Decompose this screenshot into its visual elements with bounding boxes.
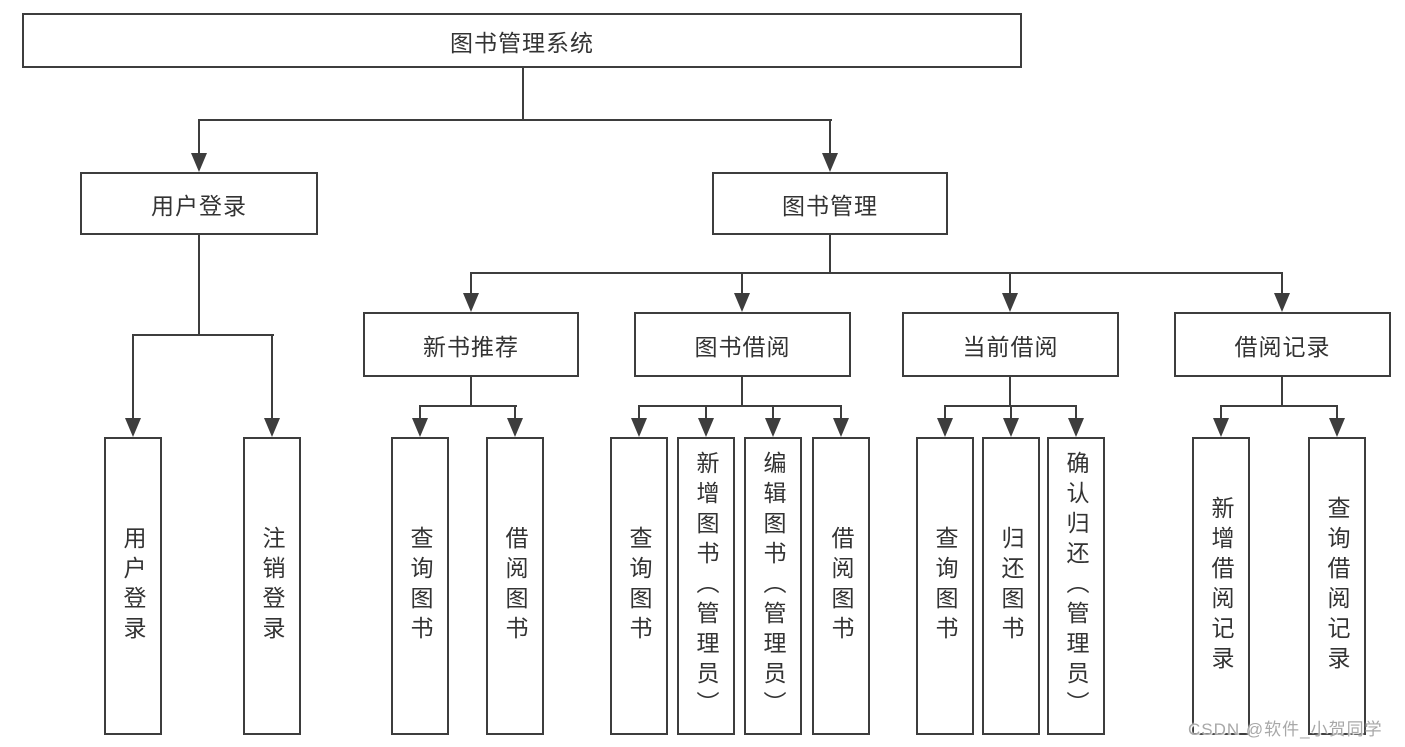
connector-arrow-shaft-borrow2: [840, 405, 842, 419]
leaf-confirm-return-admin: 确认归还（管理员）: [1047, 437, 1105, 735]
arrow-down-borrowing-records: [1274, 293, 1290, 312]
node-book-borrowing: 图书借阅: [634, 312, 851, 377]
csdn-watermark: CSDN @软件_小贺同学: [1188, 720, 1383, 739]
connector-arrow-shaft-query3: [944, 405, 946, 419]
node-borrowing-records: 借阅记录: [1174, 312, 1391, 377]
connector-book-management-stub: [829, 235, 831, 274]
leaf-user-login: 用户登录: [104, 437, 162, 735]
connector-arrow-shaft-add-record: [1220, 405, 1222, 419]
arrow-down-new-book: [463, 293, 479, 312]
leaf-logout: 注销登录: [243, 437, 301, 735]
connector-arrow-shaft-query1: [419, 405, 421, 419]
connector-current-borrowing-stub: [1009, 377, 1011, 407]
connector-arrow-shaft-user-login: [198, 119, 200, 154]
leaf-return-book: 归还图书: [982, 437, 1040, 735]
connector-user-login-stub: [198, 235, 200, 335]
connector-new-book-splitter: [419, 405, 517, 407]
connector-arrow-shaft-leaf-user-login: [132, 334, 134, 418]
leaf-add-borrow-record: 新增借阅记录: [1192, 437, 1250, 735]
connector-arrow-shaft-book-management: [829, 119, 831, 154]
connector-arrow-shaft-current-borrowing: [1009, 272, 1011, 294]
connector-arrow-shaft-add-book: [705, 405, 707, 419]
arrow-down-query1: [412, 418, 428, 437]
connector-borrowing-records-splitter: [1220, 405, 1338, 407]
connector-book-borrowing-stub: [741, 377, 743, 407]
leaf-borrow-books: 借阅图书: [812, 437, 870, 735]
connector-arrow-shaft-new-book: [470, 272, 472, 294]
node-book-management: 图书管理: [712, 172, 948, 235]
node-library-management-system: 图书管理系统: [22, 13, 1022, 68]
arrow-down-book-borrowing: [734, 293, 750, 312]
leaf-borrow-books-recommend: 借阅图书: [486, 437, 544, 735]
leaf-query-books-borrowing: 查询图书: [610, 437, 668, 735]
leaf-add-book-admin: 新增图书（管理员）: [677, 437, 735, 735]
connector-arrow-shaft-edit-book: [772, 405, 774, 419]
arrow-down-return-book: [1003, 418, 1019, 437]
arrow-down-confirm-return: [1068, 418, 1084, 437]
arrow-down-book-management: [822, 153, 838, 172]
connector-arrow-shaft-borrowing-records: [1281, 272, 1283, 294]
arrow-down-current-borrowing: [1002, 293, 1018, 312]
leaf-query-borrow-record: 查询借阅记录: [1308, 437, 1366, 735]
arrow-down-leaf-logout: [264, 418, 280, 437]
leaf-edit-book-admin: 编辑图书（管理员）: [744, 437, 802, 735]
leaf-query-books-current: 查询图书: [916, 437, 974, 735]
connector-level1-splitter: [198, 119, 832, 121]
arrow-down-add-book: [698, 418, 714, 437]
connector-arrow-shaft-query-record: [1336, 405, 1338, 419]
connector-root-stub: [522, 68, 524, 121]
arrow-down-query2: [631, 418, 647, 437]
connector-arrow-shaft-borrow1: [514, 405, 516, 419]
arrow-down-borrow1: [507, 418, 523, 437]
arrow-down-user-login: [191, 153, 207, 172]
node-user-login: 用户登录: [80, 172, 318, 235]
connector-user-login-splitter: [132, 334, 274, 336]
arrow-down-leaf-user-login: [125, 418, 141, 437]
arrow-down-query-record: [1329, 418, 1345, 437]
arrow-down-query3: [937, 418, 953, 437]
leaf-query-books-recommend: 查询图书: [391, 437, 449, 735]
arrow-down-add-record: [1213, 418, 1229, 437]
node-new-book-recommendation: 新书推荐: [363, 312, 579, 377]
connector-level3-splitter: [470, 272, 1283, 274]
connector-borrowing-records-stub: [1281, 377, 1283, 407]
connector-book-borrowing-splitter: [638, 405, 842, 407]
arrow-down-edit-book: [765, 418, 781, 437]
connector-arrow-shaft-query2: [638, 405, 640, 419]
connector-arrow-shaft-return-book: [1010, 405, 1012, 419]
node-current-borrowing: 当前借阅: [902, 312, 1119, 377]
connector-arrow-shaft-leaf-logout: [271, 334, 273, 418]
connector-arrow-shaft-book-borrowing: [741, 272, 743, 294]
connector-arrow-shaft-confirm-return: [1075, 405, 1077, 419]
connector-new-book-stub: [470, 377, 472, 407]
arrow-down-borrow2: [833, 418, 849, 437]
